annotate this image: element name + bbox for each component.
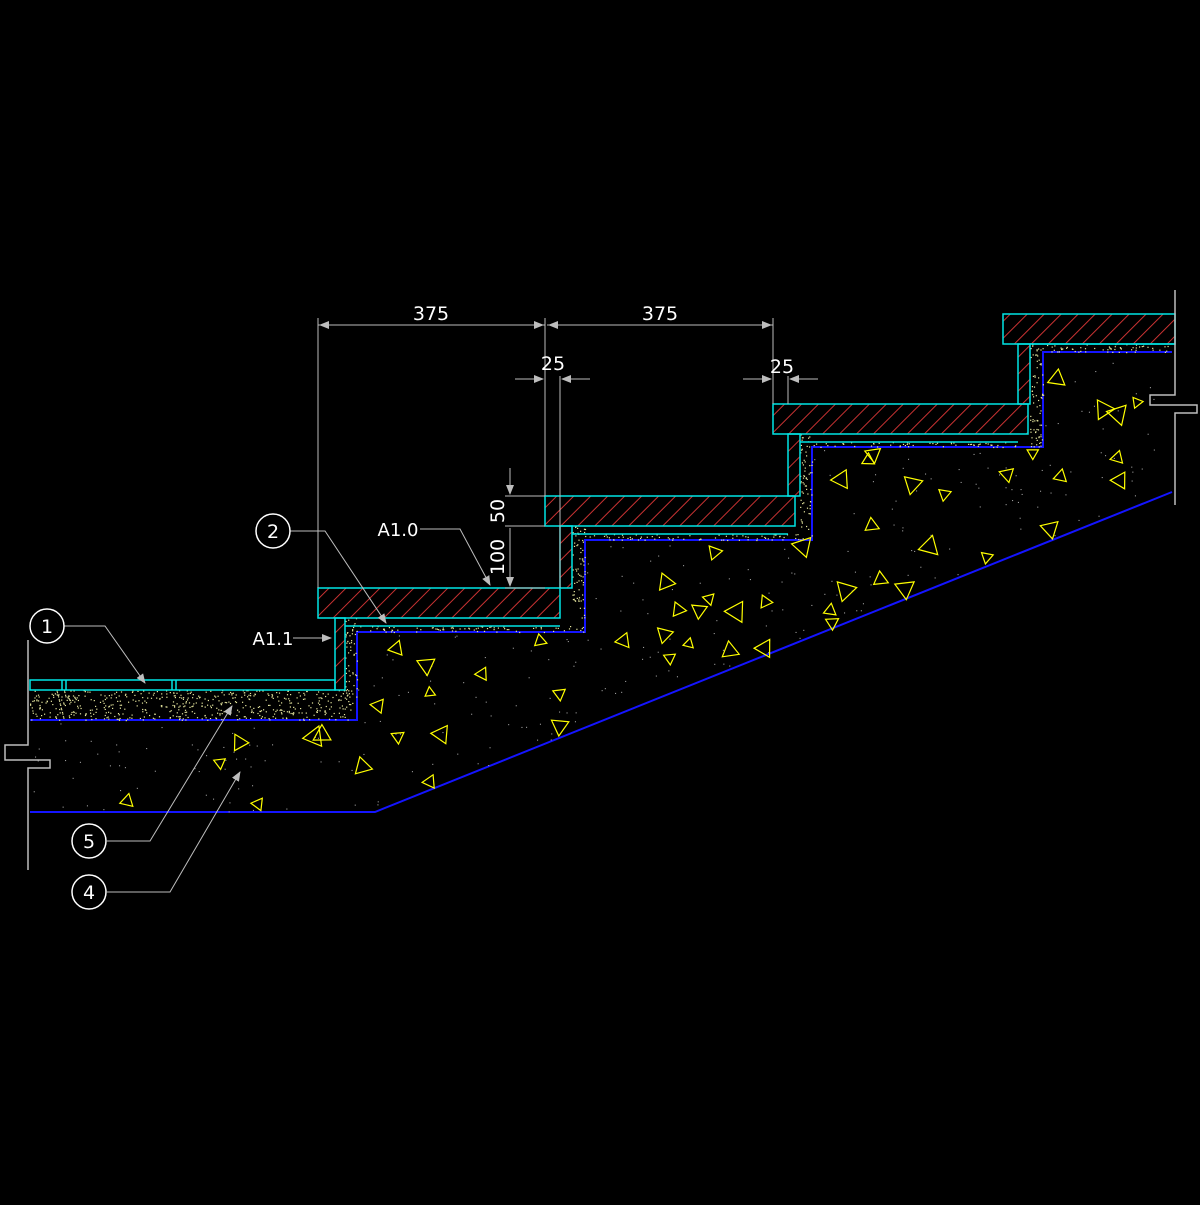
- aggregate-triangle: [424, 685, 437, 697]
- aggregate-triangle: [533, 632, 549, 647]
- stair-risers: [334, 343, 1031, 691]
- tread-1: [317, 587, 561, 619]
- svg-text:2: 2: [267, 521, 279, 543]
- aggregate-triangle: [917, 534, 939, 556]
- aggregate-triangle: [708, 545, 724, 562]
- aggregate-triangle: [354, 755, 374, 775]
- mortar-bed: [30, 344, 1169, 813]
- aggregate-triangle: [752, 638, 771, 659]
- aggregate-triangle: [681, 636, 695, 649]
- step-underlines: [345, 343, 1175, 627]
- aggregate-triangle: [233, 733, 250, 752]
- tag-a11: A1.1: [253, 629, 294, 650]
- aggregate-triangle: [1052, 467, 1068, 483]
- aggregate-triangle: [212, 758, 227, 771]
- dim-riser-top: 50: [487, 499, 509, 523]
- svg-text:1: 1: [41, 616, 53, 638]
- callout-1: 1: [29, 608, 65, 644]
- stair-treads: [317, 313, 1176, 619]
- aggregate-triangle: [998, 467, 1015, 484]
- aggregate-triangle: [415, 658, 436, 677]
- aggregate-triangle: [420, 773, 435, 790]
- aggregate-triangle: [790, 536, 812, 559]
- dim-riser-bottom: 100: [487, 539, 509, 575]
- aggregate-triangle: [118, 792, 134, 808]
- aggregate-triangle: [1039, 520, 1059, 541]
- aggregate-triangle: [872, 569, 890, 586]
- aggregate-triangle: [473, 666, 487, 682]
- aggregate-triangle: [723, 600, 744, 624]
- aggregate-triangle: [301, 724, 323, 748]
- aggregate-triangle: [658, 571, 677, 592]
- concrete-base: [30, 352, 1172, 812]
- aggregate-triangle: [836, 581, 858, 603]
- aggregate-triangle: [1108, 471, 1126, 490]
- aggregate-triangle: [863, 447, 882, 465]
- floor-tile-layer: [29, 679, 336, 691]
- dimension-lines: [317, 318, 818, 589]
- aggregate-triangle: [860, 451, 876, 465]
- leader-lines: [64, 528, 491, 893]
- callout-4: 4: [71, 874, 107, 910]
- aggregate-triangle: [429, 724, 448, 745]
- aggregate-triangle: [551, 688, 567, 703]
- tag-a10: A1.0: [378, 520, 419, 541]
- dim-tread-1: 375: [413, 303, 449, 325]
- aggregate-symbols: [118, 367, 1145, 812]
- aggregate-triangle: [249, 797, 264, 812]
- tread-3: [772, 403, 1029, 435]
- aggregate-triangle: [824, 618, 840, 632]
- aggregate-triangle: [980, 551, 995, 566]
- aggregate-triangle: [829, 468, 848, 490]
- svg-text:4: 4: [83, 882, 95, 904]
- aggregate-triangle: [672, 600, 688, 618]
- left-wall: [4, 640, 51, 870]
- walls: [4, 290, 1198, 870]
- aggregate-triangle: [1105, 404, 1127, 427]
- tread-2: [544, 495, 796, 527]
- aggregate-triangle: [656, 627, 675, 645]
- aggregate-triangle: [1108, 449, 1124, 464]
- dim-nosing-2: 25: [770, 356, 794, 378]
- tread-4: [1002, 313, 1176, 345]
- dim-tread-2: 375: [642, 303, 678, 325]
- aggregate-triangle: [1046, 367, 1066, 386]
- callout-5: 5: [71, 823, 107, 859]
- aggregate-triangle: [390, 731, 405, 746]
- aggregate-triangle: [760, 594, 774, 609]
- aggregate-triangle: [1026, 449, 1040, 461]
- aggregate-triangle: [1096, 398, 1116, 421]
- aggregate-triangle: [1132, 396, 1145, 410]
- callout-2: 2: [255, 513, 291, 549]
- aggregate-triangle: [550, 719, 570, 738]
- aggregate-triangle: [662, 653, 677, 667]
- aggregate-triangle: [368, 698, 384, 715]
- aggregate-triangle: [721, 639, 741, 658]
- aggregate-triangle: [386, 639, 403, 657]
- svg-text:5: 5: [83, 831, 95, 853]
- aggregate-triangle: [893, 581, 916, 601]
- aggregate-triangle: [864, 516, 881, 532]
- aggregate-triangle: [613, 631, 630, 649]
- aggregate-triangle: [822, 602, 837, 616]
- aggregate-triangle: [937, 488, 953, 503]
- aggregate-triangle: [690, 604, 709, 621]
- aggregate-triangle: [312, 723, 332, 741]
- aggregate-triangle: [903, 475, 924, 496]
- dim-nosing-1: 25: [541, 353, 565, 375]
- right-wall: [1149, 290, 1198, 505]
- aggregate-triangle: [701, 593, 715, 607]
